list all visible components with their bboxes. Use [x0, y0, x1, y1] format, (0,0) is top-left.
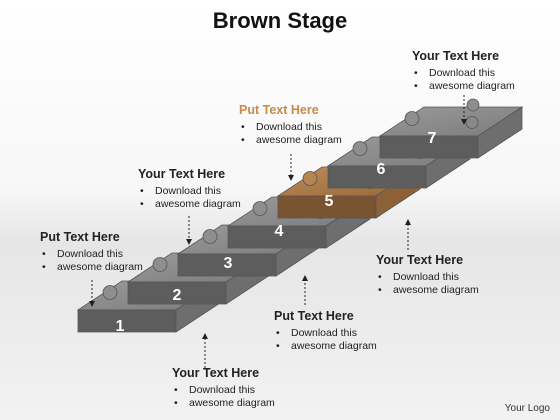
callout-7: Your Text Here Download this awesome dia…: [172, 366, 275, 411]
callout-line: Download this: [40, 248, 143, 261]
callout-2: Your Text Here Download this awesome dia…: [138, 167, 241, 212]
piece-number: 6: [377, 161, 386, 178]
connector-arrow-6: [302, 275, 308, 305]
connector-arrow-2: [186, 216, 192, 245]
piece-number: 7: [428, 130, 437, 147]
callout-5: Put Text Here Download this awesome diag…: [274, 309, 377, 354]
connector-arrow-4: [461, 95, 467, 125]
callout-line: Download this: [274, 327, 377, 340]
callout-line: Download this: [412, 67, 515, 80]
piece-number: 1: [116, 318, 125, 335]
puzzle-piece-7: 7: [378, 98, 524, 159]
callout-line: Download this: [376, 271, 479, 284]
callout-heading: Your Text Here: [412, 49, 500, 63]
callout-heading: Your Text Here: [172, 366, 260, 380]
callout-heading: Your Text Here: [376, 253, 464, 267]
callout-4-highlighted: Put Text Here Download this awesome diag…: [239, 103, 342, 148]
piece-number: 5: [325, 193, 334, 210]
callout-line: awesome diagram: [376, 284, 479, 297]
callout-line: awesome diagram: [412, 80, 515, 93]
callout-line: Download this: [138, 185, 241, 198]
piece-number: 2: [173, 287, 182, 304]
piece-number: 3: [224, 255, 233, 272]
callout-6: Your Text Here Download this awesome dia…: [376, 253, 479, 298]
callout-heading: Put Text Here: [239, 103, 319, 117]
logo-text: Your Logo: [504, 403, 550, 414]
callout-line: awesome diagram: [138, 198, 241, 211]
piece-number: 4: [275, 223, 284, 240]
callout-heading: Put Text Here: [274, 309, 354, 323]
callout-line: awesome diagram: [172, 397, 275, 410]
callout-line: awesome diagram: [40, 261, 143, 274]
callout-line: Download this: [172, 384, 275, 397]
callout-1: Put Text Here Download this awesome diag…: [40, 230, 143, 275]
callout-line: awesome diagram: [274, 340, 377, 353]
callout-line: Download this: [239, 121, 342, 134]
callout-heading: Put Text Here: [40, 230, 120, 244]
page-title: Brown Stage: [212, 8, 348, 33]
connector-arrow-3: [288, 154, 294, 181]
callout-3: Your Text Here Download this awesome dia…: [412, 49, 515, 94]
connector-arrow-1: [89, 280, 95, 307]
callout-heading: Your Text Here: [138, 167, 226, 181]
callout-line: awesome diagram: [239, 134, 342, 147]
connector-arrow-5: [202, 333, 208, 368]
connector-arrow-7: [405, 219, 411, 250]
